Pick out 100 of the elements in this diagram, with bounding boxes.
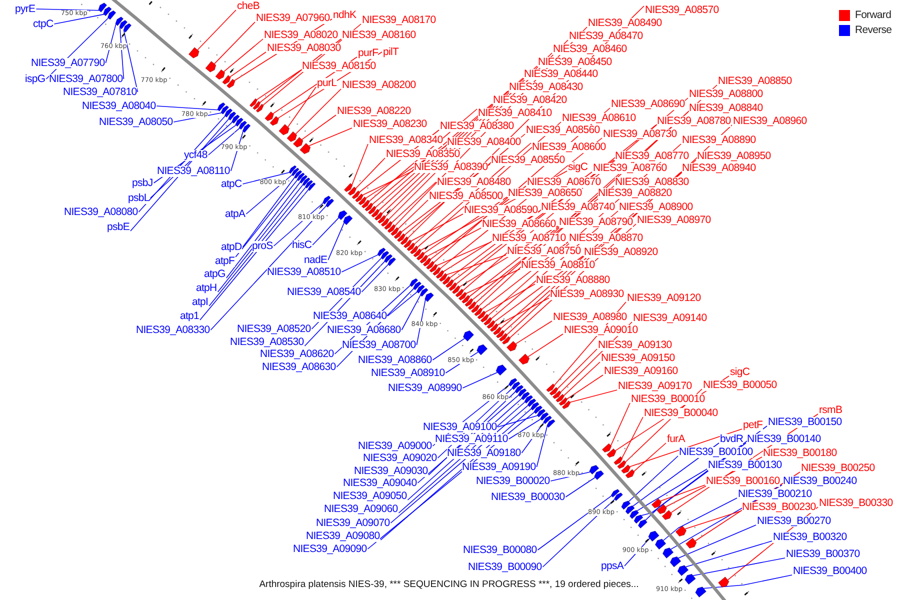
gene-block bbox=[249, 98, 258, 108]
gene-block bbox=[238, 120, 248, 130]
gene-block bbox=[378, 214, 386, 224]
gene-block bbox=[304, 180, 314, 189]
leader-line bbox=[537, 495, 612, 550]
gene-label: NIES39_A08170 bbox=[362, 14, 436, 26]
gene-label: ndhK bbox=[333, 10, 356, 20]
gene-label: NIES39_A08530 bbox=[230, 336, 304, 348]
gene-block bbox=[468, 301, 476, 310]
gene-label: NIES39_A09160 bbox=[604, 366, 678, 376]
gene-block bbox=[474, 308, 483, 316]
gene-label: NIES39_A08930 bbox=[550, 288, 624, 300]
gene-label: NIES39_A08400 bbox=[447, 136, 521, 148]
gene-block bbox=[686, 538, 697, 549]
gene-block bbox=[115, 16, 124, 26]
gene-block bbox=[286, 131, 298, 142]
gene-block bbox=[518, 354, 530, 365]
gene-label: NIES39_A09120 bbox=[627, 292, 701, 304]
gene-label: ispG bbox=[25, 74, 46, 84]
gene-block bbox=[107, 10, 116, 20]
gene-label: NIES39_A08380 bbox=[440, 120, 514, 132]
gene-label: NIES39_A08760 bbox=[593, 162, 667, 174]
gene-block bbox=[232, 114, 240, 124]
leader-line bbox=[355, 158, 386, 189]
gene-label: NIES39_A09090 bbox=[293, 544, 367, 554]
gene-block bbox=[412, 281, 422, 290]
gene-label: pilT bbox=[383, 46, 399, 58]
gene-block bbox=[224, 108, 233, 118]
gene-block bbox=[614, 456, 623, 465]
leader-line bbox=[410, 214, 464, 242]
gene-block bbox=[477, 310, 486, 320]
gene-block bbox=[558, 397, 568, 406]
gene-label: NIES39_A08540 bbox=[287, 286, 361, 298]
leader-line bbox=[462, 372, 498, 388]
gene-label: NIES39_A08470 bbox=[569, 30, 643, 42]
leader-line bbox=[436, 242, 492, 266]
gene-block bbox=[625, 505, 635, 514]
gene-label: NIES39_B00050 bbox=[703, 380, 777, 390]
gene-block bbox=[684, 574, 696, 585]
gene-label: NIES39_A08910 bbox=[371, 368, 445, 378]
gene-label: NIES39_B00370 bbox=[786, 548, 860, 560]
gene-label: NIES39_A08780 bbox=[657, 116, 731, 126]
gene-label: NIES39_A09000 bbox=[358, 440, 432, 452]
gene-block bbox=[278, 124, 290, 136]
gene-label: NIES39_A09070 bbox=[316, 518, 390, 528]
gene-label: atpH bbox=[196, 282, 217, 294]
gene-label: NIES39_A08670 bbox=[527, 176, 601, 188]
leader-line bbox=[536, 426, 548, 468]
gene-label: NIES39_A08960 bbox=[733, 116, 807, 126]
gene-label: NIES39_A08600 bbox=[532, 142, 606, 152]
gene-block bbox=[448, 282, 458, 291]
gene-label: NIES39_A09100 bbox=[423, 422, 497, 432]
gene-label: psbJ bbox=[132, 178, 153, 188]
gene-label: NIES39_A08630 bbox=[262, 362, 336, 372]
gene-label: NIES39_A09190 bbox=[462, 462, 536, 472]
gene-label: NIES39_A08200 bbox=[342, 80, 416, 90]
gene-label: hisC bbox=[292, 240, 312, 250]
leader-line bbox=[432, 338, 465, 360]
leader-line bbox=[208, 186, 306, 306]
gene-label: NIES39_A07960 bbox=[256, 12, 330, 24]
gene-label: NIES39_A08480 bbox=[437, 176, 511, 188]
leader-line bbox=[634, 442, 666, 472]
legend-label: Forward bbox=[855, 10, 892, 21]
leader-line bbox=[515, 320, 552, 344]
gene-block bbox=[222, 75, 231, 84]
leader-line bbox=[230, 52, 266, 78]
gene-block bbox=[462, 330, 474, 342]
gene-label: NIES39_B00330 bbox=[819, 498, 893, 508]
gene-label: NIES39_A08110 bbox=[157, 166, 230, 176]
leader-line bbox=[242, 172, 290, 184]
gene-block bbox=[364, 202, 374, 212]
gene-block bbox=[530, 402, 540, 411]
gene-label: NIES39_B00160 bbox=[706, 476, 780, 486]
leader-line bbox=[628, 456, 678, 502]
leader-line bbox=[678, 524, 756, 558]
gene-label: NIES39_B00210 bbox=[738, 488, 812, 500]
gene-block bbox=[300, 142, 311, 154]
gene-label: NIES39_A08980 bbox=[553, 312, 627, 322]
gene-block bbox=[476, 344, 488, 356]
gene-block bbox=[288, 165, 297, 174]
gene-block bbox=[420, 254, 428, 264]
leader-line bbox=[692, 558, 786, 576]
gene-block bbox=[358, 196, 367, 206]
gene-label: NIES39_A08700 bbox=[342, 340, 416, 350]
gene-label: NIES39_A08900 bbox=[619, 202, 693, 212]
gene-block bbox=[512, 381, 520, 390]
gene-label: NIES39_A09180 bbox=[447, 448, 521, 458]
gene-label: NIES39_A08430 bbox=[509, 82, 583, 92]
leader-line bbox=[124, 30, 138, 92]
gene-block bbox=[610, 489, 620, 498]
leader-line bbox=[308, 128, 352, 146]
leader-line bbox=[197, 10, 236, 50]
leader-line bbox=[362, 170, 414, 196]
leader-line bbox=[565, 477, 596, 498]
leader-line bbox=[484, 284, 536, 313]
gene-label: NIES39_A08160 bbox=[342, 30, 416, 40]
leader-line bbox=[387, 292, 418, 316]
gene-block bbox=[484, 316, 492, 326]
leader-line bbox=[54, 14, 104, 24]
leader-line bbox=[361, 264, 389, 292]
